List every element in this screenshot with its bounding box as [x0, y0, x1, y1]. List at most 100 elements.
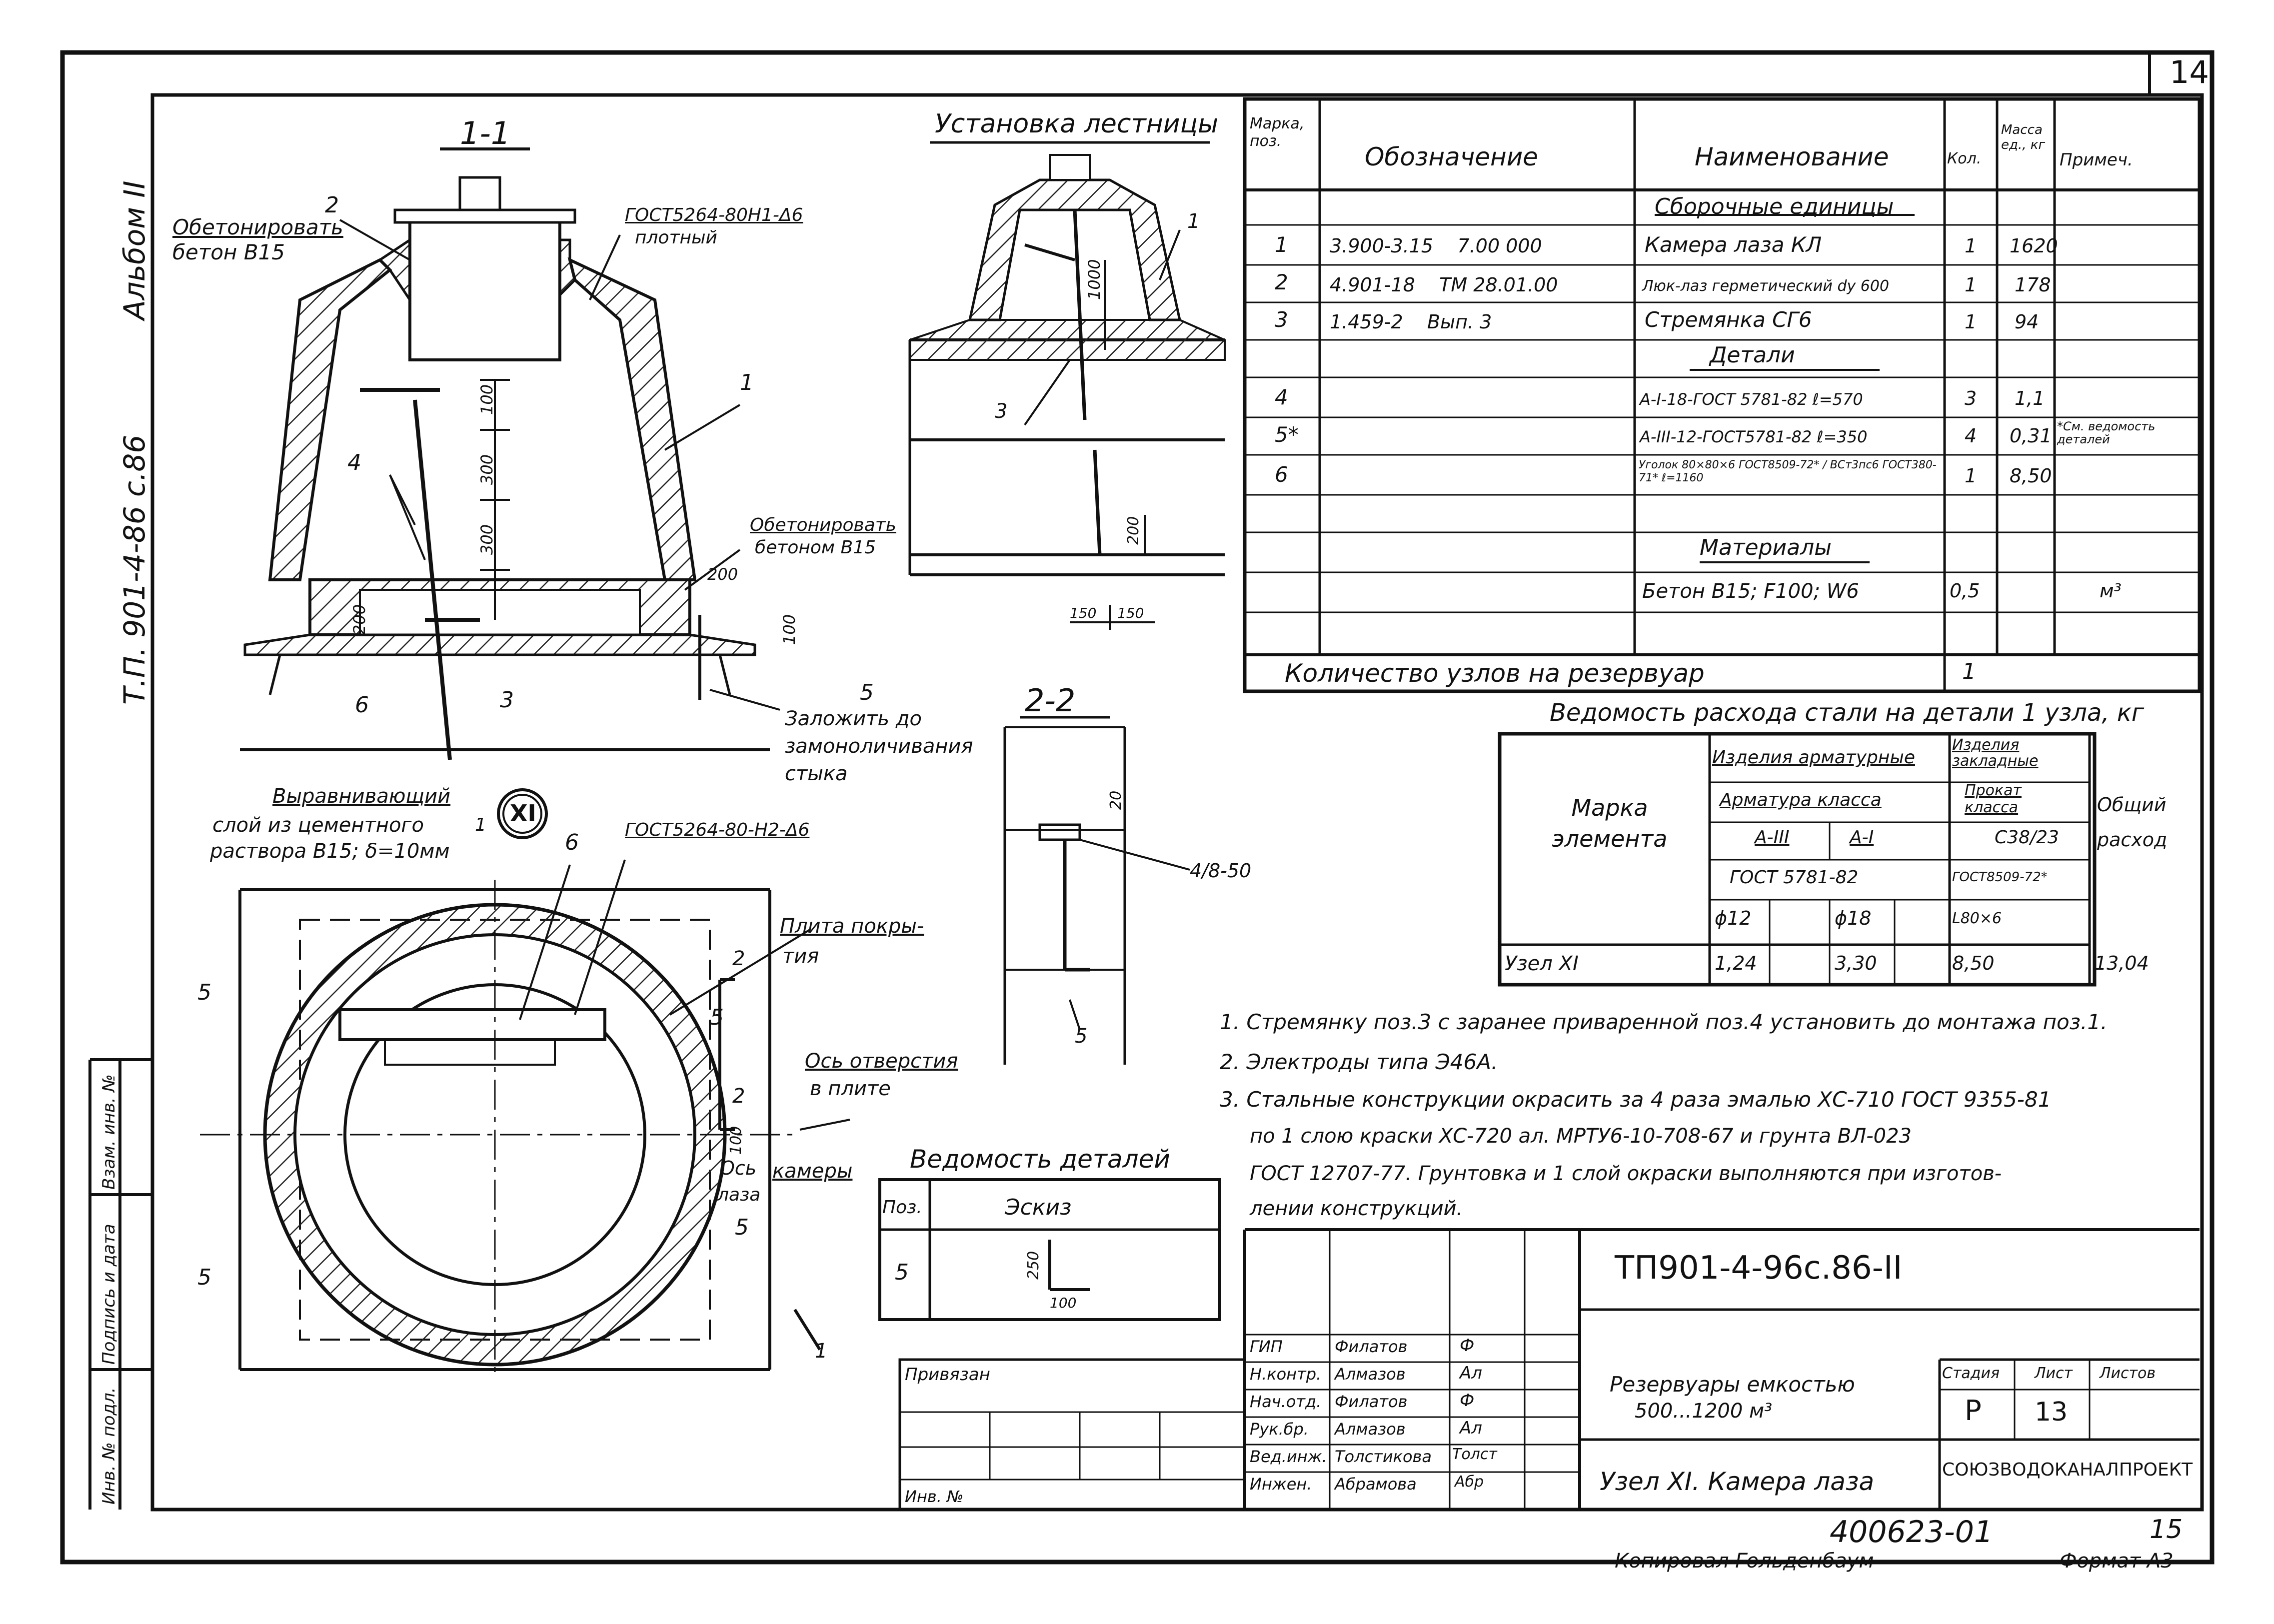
note-2: 2. Электроды типа Э46А. — [1220, 1050, 1498, 1074]
label-obeton-1: Обетонировать — [172, 215, 343, 239]
stamp-role-4: Вед.инж. — [1250, 1447, 1327, 1466]
stamp-role-1: Н.контр. — [1250, 1365, 1322, 1384]
steel-h-l80: L80×6 — [1952, 910, 2002, 927]
steel-h-armcl: Арматура класса — [1720, 790, 1882, 810]
stamp-name-4: Толстикова — [1335, 1447, 1432, 1466]
stamp-sig-4: Толст — [1452, 1446, 1497, 1463]
ladder-dim-200: 200 — [1125, 516, 1142, 545]
spec-r10-name: Бетон В15; F100; W6 — [1642, 580, 1859, 603]
stamp-sig-0: Ф — [1460, 1336, 1475, 1356]
spec-r3-qty: 1 — [1965, 311, 1977, 333]
label-os-1: Ось отверстия — [805, 1050, 958, 1073]
label-zalozh-2: замоноличивания — [785, 735, 973, 758]
label-os-5: лаза — [717, 1185, 761, 1205]
ladder-mark-1: 1 — [1187, 210, 1200, 233]
label-obeton-2: Обетонировать — [750, 515, 896, 535]
details-h-sketch: Эскиз — [1005, 1195, 1072, 1220]
sec22-mark-5: 5 — [1075, 1025, 1088, 1048]
spec-r2-mass: 178 — [2015, 274, 2051, 296]
note-3: 3. Стальные конструкции окрасить за 4 ра… — [1220, 1087, 2052, 1112]
stamp-h-sheet: Лист — [2035, 1365, 2073, 1382]
ladder-title: Установка лестницы — [935, 109, 1219, 139]
dim-300-a: 300 — [477, 454, 496, 485]
label-sloy: слой из цементного — [212, 814, 424, 837]
steel-h-c38: С38/23 — [1995, 827, 2059, 848]
stamp-role-0: ГИП — [1250, 1337, 1283, 1356]
spec-count-value: 1 — [1962, 659, 1976, 684]
stamp-h-sheets: Листов — [2100, 1365, 2156, 1382]
spec-h-code: Обозначение — [1365, 142, 1538, 171]
steel-h-arm: Изделия арматурные — [1712, 747, 1915, 768]
spec-r10-note: м³ — [2100, 580, 2122, 602]
ladder-dim-150-b: 150 — [1117, 605, 1144, 621]
label-one: 1 — [475, 815, 486, 835]
stamp-org: СОЮЗВОДОКАНАЛПРОЕКТ — [1942, 1460, 2193, 1480]
label-os-3: Ось — [720, 1157, 757, 1179]
spec-r7-mass: 8,50 — [2010, 465, 2052, 487]
steel-h-d18: ϕ18 — [1835, 907, 1872, 929]
uzel-marker: XI — [510, 800, 536, 827]
mark-2: 2 — [325, 192, 339, 218]
steel-h-mark: Марка элемента — [1552, 794, 1668, 852]
spec-r5-mass: 1,1 — [2015, 387, 2045, 409]
spec-h-mark: Марка, поз. — [1250, 115, 1305, 150]
spec-r5-mark: 4 — [1275, 385, 1288, 409]
steel-h-total: Общий расход — [2097, 794, 2168, 851]
spec-h-note: Примеч. — [2060, 150, 2133, 170]
ladder-dim-150-a: 150 — [1070, 605, 1097, 621]
spec-r5-qty: 3 — [1965, 387, 1977, 409]
stamp-h-stage: Стадия — [1942, 1365, 2000, 1382]
sec22-dim-20: 20 — [1107, 790, 1125, 810]
spec-section-details: Детали — [1710, 342, 1795, 368]
dim-200-b: 200 — [707, 565, 738, 584]
stamp-name-5: Абрамова — [1335, 1475, 1417, 1494]
note-1: 1. Стремянку поз.3 с заранее приваренной… — [1220, 1010, 2108, 1034]
plan-section-1: 1 — [815, 1340, 828, 1363]
stamp-inv: Инв. № — [905, 1487, 964, 1506]
plan-section-2a: 2 — [732, 947, 745, 970]
label-beton-1: бетон В15 — [172, 240, 285, 264]
spec-r6-name: А-III-12-ГОСТ5781-82 ℓ=350 — [1640, 427, 1868, 446]
steel-val-l80: 8,50 — [1952, 952, 1995, 974]
spec-table-grid — [1243, 97, 2202, 693]
spec-h-mass: Масса ед., кг — [2001, 122, 2046, 152]
label-zalozh-1: Заложить до — [785, 707, 922, 730]
label-plita-1: Плита покры- — [780, 915, 924, 938]
details-table-grid — [878, 1178, 1221, 1321]
footer-page: 15 — [2150, 1515, 2183, 1545]
spec-r10-qty: 0,5 — [1950, 580, 1980, 602]
spec-r6-mark: 5* — [1275, 422, 1299, 447]
steel-title: Ведомость расхода стали на детали 1 узла… — [1550, 699, 2145, 727]
stamp-sig-2: Ф — [1460, 1391, 1475, 1411]
dim-300-b: 300 — [477, 524, 496, 555]
mark-5: 5 — [860, 680, 874, 705]
spec-h-name: Наименование — [1695, 142, 1889, 171]
stamp-name-1: Алмазов — [1335, 1365, 1406, 1384]
spec-h-qty: Кол. — [1947, 150, 1982, 167]
plan-mark-5-a: 5 — [197, 980, 211, 1005]
label-obeton-2b: бетоном В15 — [755, 537, 876, 558]
spec-section-assembly: Сборочные единицы — [1655, 194, 1894, 219]
side-stamp-vzam: Взам. инв. № — [99, 1074, 119, 1190]
stamp-name-0: Филатов — [1335, 1337, 1408, 1356]
spec-r1-mass: 1620 — [2010, 235, 2058, 257]
mark-6: 6 — [355, 692, 369, 718]
spec-r2-name: Люк-лаз герметический dу 600 — [1642, 277, 1890, 295]
sec22-weld: 4/8-50 — [1190, 860, 1252, 882]
steel-row-mark: Узел XI — [1505, 952, 1579, 975]
steel-h-prokat: Прокат класса — [1965, 782, 2022, 816]
steel-h-gost2: ГОСТ8509-72* — [1952, 870, 2048, 885]
stamp-sheet-title: Узел XI. Камера лаза — [1600, 1467, 1875, 1496]
plan-section-2b: 2 — [732, 1085, 745, 1108]
ladder-drawing — [908, 141, 1226, 630]
mark-3: 3 — [500, 687, 514, 713]
stamp-role-5: Инжен. — [1250, 1475, 1312, 1494]
dim-200-a: 200 — [350, 604, 369, 635]
steel-h-d12: ϕ12 — [1715, 907, 1752, 929]
spec-r3-name: Стремянка СГ6 — [1645, 307, 1812, 332]
label-plotny: плотный — [635, 227, 717, 248]
steel-val-d18: 3,30 — [1835, 952, 1877, 974]
spec-r2-qty: 1 — [1965, 274, 1977, 296]
spec-r1-name: Камера лаза КЛ — [1645, 232, 1822, 257]
steel-h-gost1: ГОСТ 5781-82 — [1730, 867, 1859, 888]
